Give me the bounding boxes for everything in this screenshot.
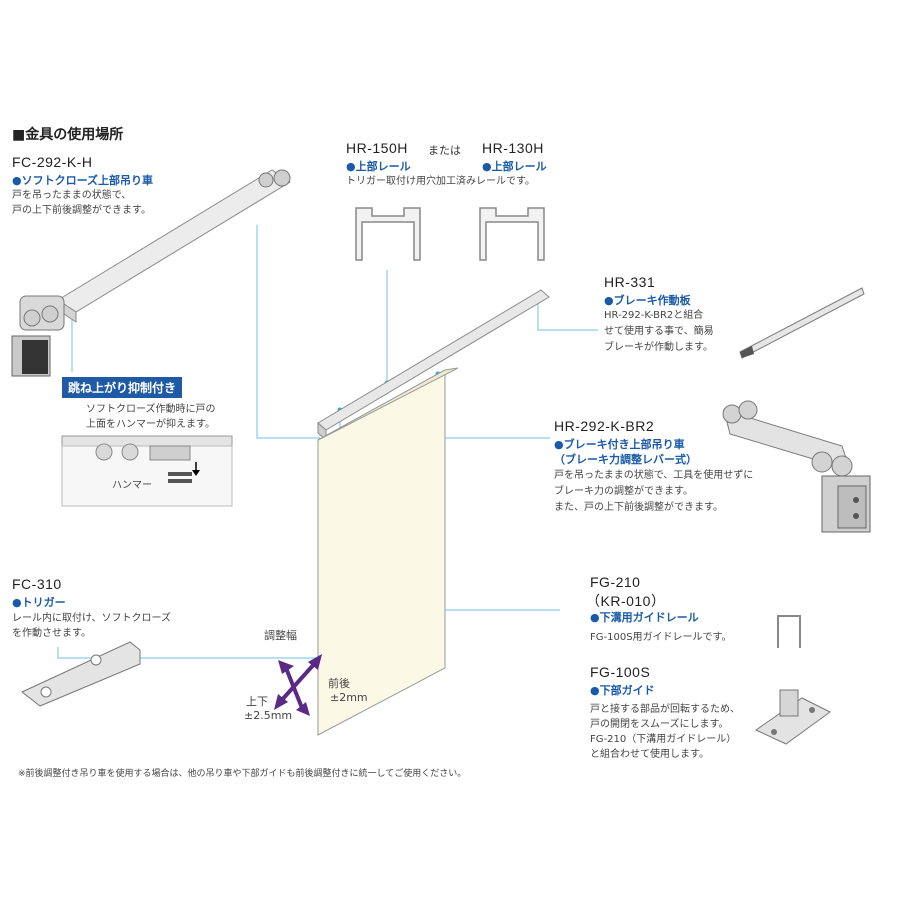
- adjust-label: 調整幅: [264, 629, 297, 642]
- fg210-desc: FG-100S用ガイドレールです。: [590, 632, 732, 643]
- fc310-desc-2: を作動させます。: [12, 628, 91, 639]
- footnote: ※前後調整付き吊り車を使用する場合は、他の吊り車や下部ガイドも前後調整付きに統一…: [18, 769, 467, 779]
- fg210-code: FG-210: [590, 574, 641, 590]
- hr292-sub-2: （ブレーキ力調整レバー式）: [554, 453, 697, 466]
- brake-plate-graphic: [739, 287, 865, 359]
- hr331-code: HR-331: [604, 274, 656, 290]
- hr331-desc-2: せて使用する事で、簡易: [604, 326, 714, 337]
- fg100-sub: ●下部ガイド: [590, 684, 655, 697]
- leader-hr331: [537, 300, 598, 331]
- fg100-code: FG-100S: [590, 664, 651, 680]
- leader-hr292: [437, 400, 550, 439]
- leader-fg: [440, 609, 560, 662]
- fg210-sub: ●下溝用ガイドレール: [590, 611, 699, 624]
- fg210-code-2: （KR-010）: [586, 593, 666, 609]
- adjust-arrows: [274, 654, 322, 716]
- fg100-desc-1: 戸と接する部品が回転するため、: [590, 704, 740, 715]
- leader-fc292: [256, 225, 320, 439]
- rail-or: または: [428, 144, 461, 157]
- fg100-desc-3: FG-210（下溝用ガイドレール）: [590, 734, 737, 745]
- fc292-code: FC-292-K-H: [12, 154, 93, 170]
- adjust-ud-2: ±2.5mm: [244, 709, 293, 722]
- feature-desc-1: ソフトクローズ作動時に戸の: [86, 404, 216, 415]
- hr292-code: HR-292-K-BR2: [554, 418, 655, 434]
- trigger-graphic: [21, 641, 141, 707]
- hr292-desc-3: また、戸の上下前後調整ができます。: [554, 502, 723, 513]
- feature-badge: 跳ね上がり抑制付き: [62, 377, 183, 398]
- rail-code-1: HR-150H: [346, 140, 408, 156]
- fc292-sub: ●ソフトクローズ上部吊り車: [12, 174, 154, 187]
- page-title: ■金具の使用場所: [12, 127, 124, 143]
- adjust-ud-1: 上下: [246, 695, 268, 708]
- hr292-sub-1: ●ブレーキ付き上部吊り車: [554, 438, 685, 451]
- fg100-guide-graphic: [755, 689, 831, 745]
- fg210-profile: [777, 615, 801, 648]
- hr292-desc-2: ブレーキ力の調整ができます。: [554, 486, 693, 497]
- fc292-desc-2: 戸の上下前後調整ができます。: [12, 205, 151, 216]
- fg100-desc-4: と組合わせて使用します。: [590, 749, 709, 760]
- rail-code-2: HR-130H: [482, 140, 544, 156]
- fg100-desc-2: 戸の開閉をスムーズにします。: [590, 719, 729, 730]
- door-panel: [317, 367, 459, 736]
- rail-sub-2: ●上部レール: [482, 160, 547, 173]
- adjust-fb-2: ±2mm: [330, 691, 368, 704]
- feature-desc-2: 上面をハンマーが抑えます。: [86, 419, 215, 430]
- fc310-code: FC-310: [12, 576, 62, 592]
- top-rail-graphic: [317, 289, 550, 442]
- rail-desc: トリガー取付け用穴加工済みレールです。: [346, 176, 535, 187]
- hr331-sub: ●ブレーキ作動板: [604, 294, 691, 307]
- hr292-hanger-graphic: [722, 400, 871, 533]
- hr331-desc-3: ブレーキが作動します。: [604, 342, 713, 353]
- rail-sub-1: ●上部レール: [346, 160, 411, 173]
- rail-profiles: [355, 207, 545, 261]
- fc292-desc-1: 戸を吊ったままの状態で、: [12, 190, 132, 201]
- fc292-hanger-graphic: [11, 169, 291, 377]
- hr331-desc-1: HR-292-K-BR2と組合: [604, 310, 704, 321]
- fc310-sub: ●トリガー: [12, 596, 66, 609]
- hr292-desc-1: 戸を吊ったままの状態で、工具を使用せずに: [554, 470, 754, 481]
- adjust-fb-1: 前後: [328, 677, 350, 690]
- feature-illustration: [61, 435, 233, 507]
- hammer-label: ハンマー: [112, 480, 152, 491]
- fc310-desc-1: レール内に取付け、ソフトクローズ: [12, 613, 171, 624]
